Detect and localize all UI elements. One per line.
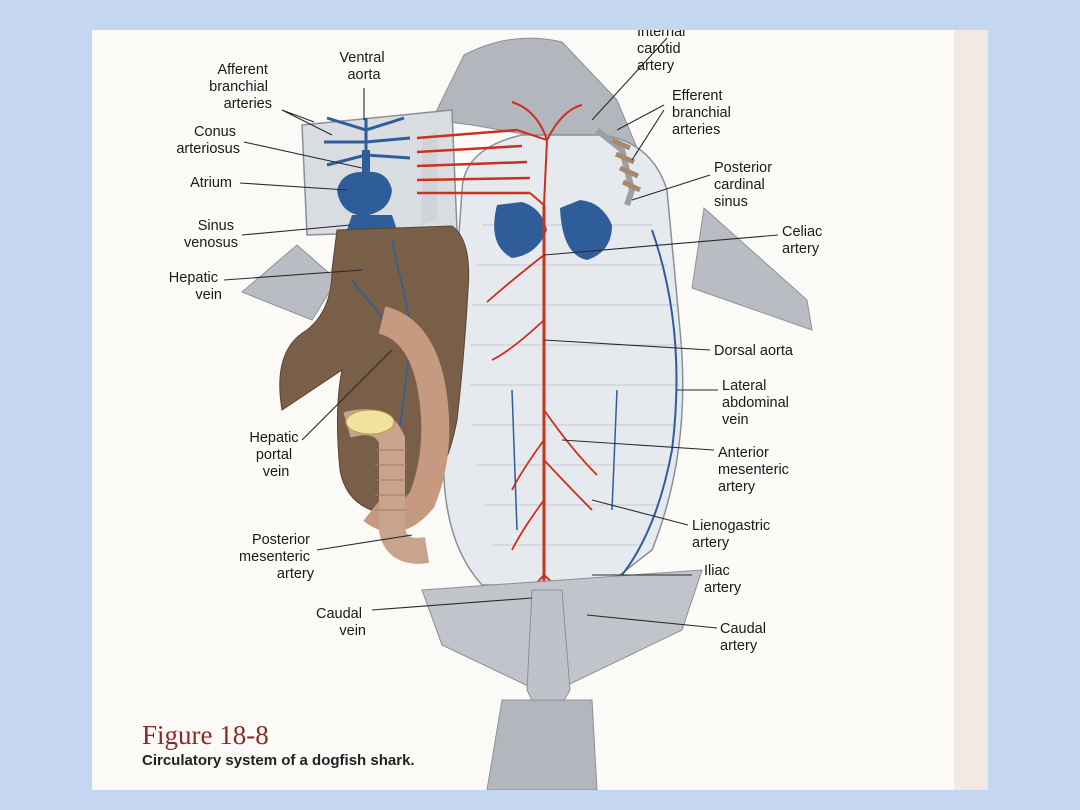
label-posterior-mesenteric-artery: Posterior mesenteric artery <box>239 532 315 582</box>
posterior-cardinal-sinus-right <box>560 200 612 260</box>
intestine-spiral-lines <box>375 449 407 511</box>
label-afferent-branchial-arteries: Afferent branchial arteries <box>209 62 272 112</box>
pancreas <box>345 409 395 435</box>
posterior-cardinal-sinus-left <box>494 202 547 258</box>
gill-filaments <box>610 137 642 193</box>
sinus-venosus <box>347 215 397 230</box>
page-edge-strip <box>954 30 988 790</box>
right-pectoral-fin <box>691 207 813 331</box>
leader-atrium <box>239 182 348 191</box>
leader-hepatic-portal <box>301 349 393 441</box>
label-hepatic-portal-vein: Hepatic portal vein <box>249 430 302 480</box>
leader-hepatic-vein <box>223 269 363 281</box>
visceral-arteries <box>486 254 598 551</box>
label-dorsal-aorta: Dorsal aorta <box>714 343 794 359</box>
abdominal-veins <box>511 389 618 531</box>
leader-celiac <box>543 234 779 256</box>
label-celiac-artery: Celiac artery <box>782 224 826 257</box>
left-pectoral-fin <box>241 244 338 321</box>
figure-title: Figure 18-8 <box>142 720 269 750</box>
afferent-branchial-arteries <box>324 116 411 167</box>
leader-afferent-branchial <box>281 109 333 136</box>
label-iliac-artery: Iliac artery <box>704 563 742 596</box>
textbook-page: Internal carotid artery Efferent branchi… <box>92 30 988 790</box>
label-efferent-branchial-arteries: Efferent branchial arteries <box>672 88 735 138</box>
label-caudal-artery: Caudal artery <box>720 621 770 654</box>
internal-carotid-artery <box>511 101 583 141</box>
leader-anterior-mesenteric <box>561 439 715 451</box>
label-posterior-cardinal-sinus: Posterior cardinal sinus <box>714 160 776 210</box>
efferent-branchial-arteries <box>416 128 531 195</box>
leader-conus <box>243 141 363 169</box>
label-conus-arteriosus: Conus arteriosus <box>176 124 240 157</box>
atrium <box>337 171 392 216</box>
gill-arch-region <box>422 130 437 225</box>
tail-stem <box>486 699 598 790</box>
figure-caption: Circulatory system of a dogfish shark. <box>142 752 415 769</box>
leader-caudal-artery <box>586 614 718 629</box>
leader-lienogastric <box>591 499 689 526</box>
label-ventral-aorta: Ventral aorta <box>339 50 388 83</box>
body-cavity <box>442 134 684 586</box>
label-caudal-vein: Caudal vein <box>316 606 366 639</box>
label-atrium: Atrium <box>190 175 232 191</box>
leader-sinus-venosus <box>241 224 351 236</box>
lateral-abdominal-vein <box>621 229 678 576</box>
label-lienogastric-artery: Lienogastric artery <box>692 518 774 551</box>
label-sinus-venosus: Sinus venosus <box>184 218 238 251</box>
shark-head <box>431 37 638 149</box>
label-lateral-abdominal-vein: Lateral abdominal vein <box>722 378 793 428</box>
label-hepatic-vein: Hepatic vein <box>169 270 222 303</box>
leader-posterior-mesenteric <box>316 534 413 551</box>
label-anterior-mesenteric-artery: Anterior mesenteric artery <box>718 445 793 495</box>
shark-circulatory-diagram: Internal carotid artery Efferent branchi… <box>169 30 988 790</box>
leader-dorsal-aorta <box>543 339 711 351</box>
leader-caudal-vein <box>371 597 533 611</box>
leader-internal-carotid <box>591 37 668 121</box>
leader-efferent-branchial <box>616 104 665 161</box>
label-internal-carotid-artery: Internal carotid artery <box>637 30 689 74</box>
leader-posterior-cardinal <box>631 174 711 201</box>
